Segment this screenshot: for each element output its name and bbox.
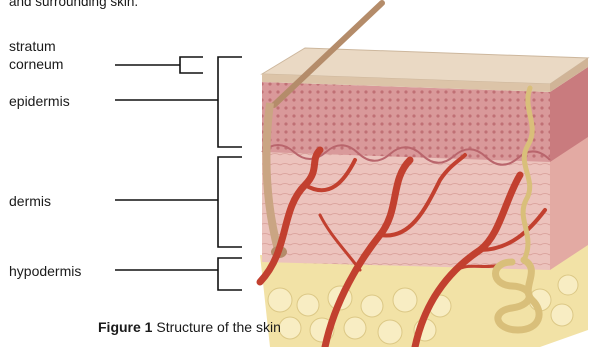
figure-caption: Figure 1 Structure of the skin xyxy=(98,319,281,335)
skin-cross-section-illustration xyxy=(250,0,595,347)
bracket-dermis xyxy=(218,157,242,247)
bracket-stratum-corneum xyxy=(180,57,203,73)
bracket-hypodermis xyxy=(218,258,242,290)
bracket-epidermis xyxy=(218,57,242,147)
figure-caption-text: Structure of the skin xyxy=(156,319,281,335)
figure-number: Figure 1 xyxy=(98,319,152,335)
